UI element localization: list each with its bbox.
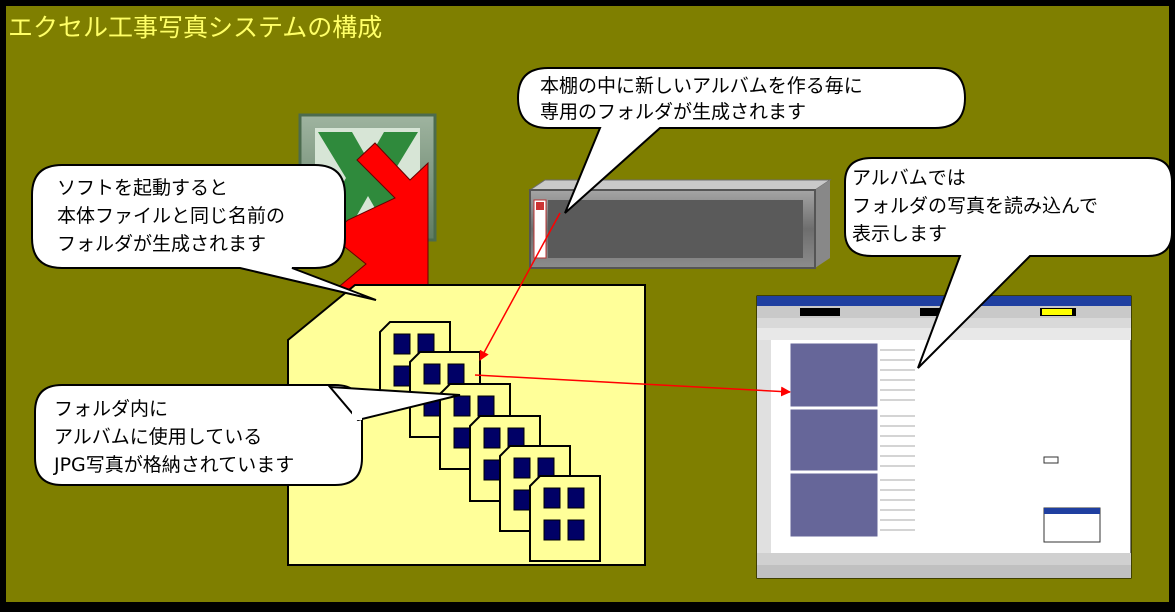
callout-bookshelf-line-2: 専用のフォルダが生成されます — [540, 101, 806, 123]
callout-album-line-1: アルバムでは — [852, 167, 966, 189]
callout-software: ソフトを起動すると 本体ファイルと同じ名前の フォルダが生成されます — [31, 164, 377, 301]
bookshelf-icon — [528, 179, 832, 269]
callout-photos: フォルダ内に アルバムに使用している JPG写真が格納されています — [34, 384, 461, 486]
callout-photos-line-1: フォルダ内に — [54, 398, 168, 420]
callout-bookshelf: 本棚の中に新しいアルバムを作る毎に 専用のフォルダが生成されます — [516, 67, 967, 214]
photo-file-icon — [529, 475, 601, 562]
callout-software-line-2: 本体ファイルと同じ名前の — [57, 205, 285, 227]
callout-software-line-1: ソフトを起動すると — [57, 177, 228, 199]
diagram-title: エクセル工事写真システムの構成 — [8, 13, 382, 42]
arrow-photo-to-album — [474, 374, 791, 397]
callout-software-line-3: フォルダが生成されます — [57, 233, 266, 255]
callout-album-line-3: 表示します — [852, 223, 947, 245]
callout-album: アルバムでは フォルダの写真を読み込んで 表示します — [844, 157, 1173, 369]
callout-bookshelf-line-1: 本棚の中に新しいアルバムを作る毎に — [540, 75, 863, 97]
callout-photos-line-3: JPG写真が格納されています — [53, 454, 294, 476]
arrow-shelf-to-folder — [479, 212, 561, 361]
callout-album-line-2: フォルダの写真を読み込んで — [852, 195, 1098, 217]
callout-photos-line-2: アルバムに使用している — [54, 426, 262, 448]
